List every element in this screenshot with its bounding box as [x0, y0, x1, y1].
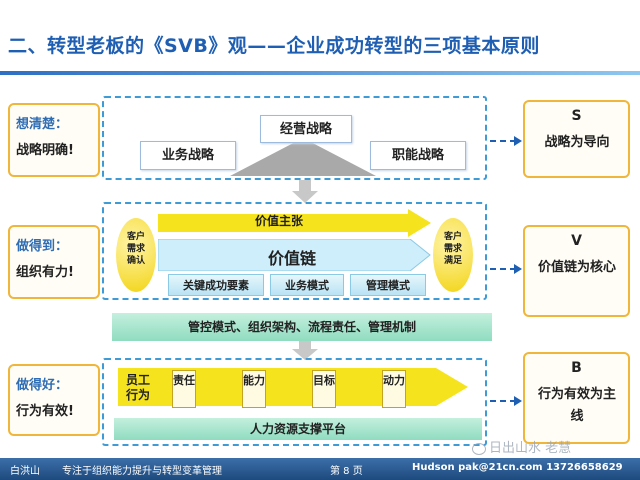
left-question: 做得到：: [16, 239, 69, 254]
footer-bar: 白洪山 专注于组织能力提升与转型变革管理 第 8 页 Hudson pak@21…: [0, 458, 640, 480]
value-tile-business-model: 业务模式: [270, 274, 344, 296]
left-box-think: 想清楚： 战略明确!: [8, 103, 100, 177]
dashed-arrow-b: [490, 396, 522, 406]
value-proposition-arrow: [158, 209, 431, 237]
watermark: 日出山水 老慧: [472, 437, 571, 456]
principle-b: B 行为有效为主线: [523, 352, 630, 444]
wechat-icon: [472, 442, 486, 455]
value-chain-arrow: [158, 239, 431, 271]
strategy-business: 业务战略: [140, 141, 236, 170]
behavior-tag-capability: 能力: [242, 370, 266, 408]
customer-need-oval: 客户需求确认: [116, 218, 156, 292]
employee-behavior-label: 员工行为: [126, 373, 151, 402]
page-title: 二、转型老板的《SVB》观——企业成功转型的三项基本原则: [8, 35, 540, 57]
left-box-do-well: 做得好： 行为有效!: [8, 364, 100, 436]
footer-page: 第 8 页: [330, 466, 363, 477]
watermark-text: 日出山水 老慧: [489, 441, 572, 456]
flow-down-arrow: [292, 180, 318, 203]
left-answer: 战略明确!: [16, 143, 74, 158]
control-bar: 管控模式、组织架构、流程责任、管理机制: [112, 313, 492, 341]
principle-desc: 战略为导向: [544, 135, 610, 150]
strategy-frame: [102, 96, 487, 180]
title-divider: [0, 71, 640, 75]
behavior-tag-responsibility: 责任: [172, 370, 196, 408]
hr-platform-bar: 人力资源支撑平台: [114, 418, 482, 440]
left-box-do: 做得到： 组织有力!: [8, 225, 100, 299]
left-question: 想清楚：: [16, 117, 69, 132]
footer-author: 白洪山: [10, 466, 40, 477]
value-chain-label: 价值链: [268, 249, 317, 268]
behavior-tag-motivation: 动力: [382, 370, 406, 408]
strategy-top: 经营战略: [260, 115, 352, 143]
left-answer: 组织有力!: [16, 265, 74, 280]
principle-desc: 价值链为核心: [537, 260, 616, 275]
left-question: 做得好：: [16, 378, 69, 393]
principle-v: V 价值链为核心: [523, 225, 630, 317]
strategy-triangle: [230, 138, 376, 176]
value-tile-key-success: 关键成功要素: [168, 274, 264, 296]
strategy-functional: 职能战略: [370, 141, 466, 170]
value-tile-management-model: 管理模式: [350, 274, 426, 296]
principle-s: S 战略为导向: [523, 100, 630, 178]
customer-satisfied-oval: 客户需求满足: [433, 218, 473, 292]
principle-letter: V: [571, 233, 582, 249]
principle-letter: S: [571, 108, 582, 124]
dashed-arrow-v: [490, 264, 522, 274]
value-proposition-label: 价值主张: [255, 214, 304, 228]
behavior-arrow: [118, 368, 468, 406]
value-frame: [102, 202, 487, 300]
footer-slogan: 专注于组织能力提升与转型变革管理: [62, 466, 222, 477]
left-answer: 行为有效!: [16, 404, 74, 419]
behavior-frame: [102, 358, 487, 446]
principle-letter: B: [571, 360, 582, 376]
behavior-tag-goal: 目标: [312, 370, 336, 408]
flow-down-arrow: [292, 341, 318, 360]
footer-contact: Hudson pak@21cn.com 13726658629: [412, 462, 623, 473]
principle-desc: 行为有效为主线: [537, 387, 616, 424]
dashed-arrow-s: [490, 136, 522, 146]
